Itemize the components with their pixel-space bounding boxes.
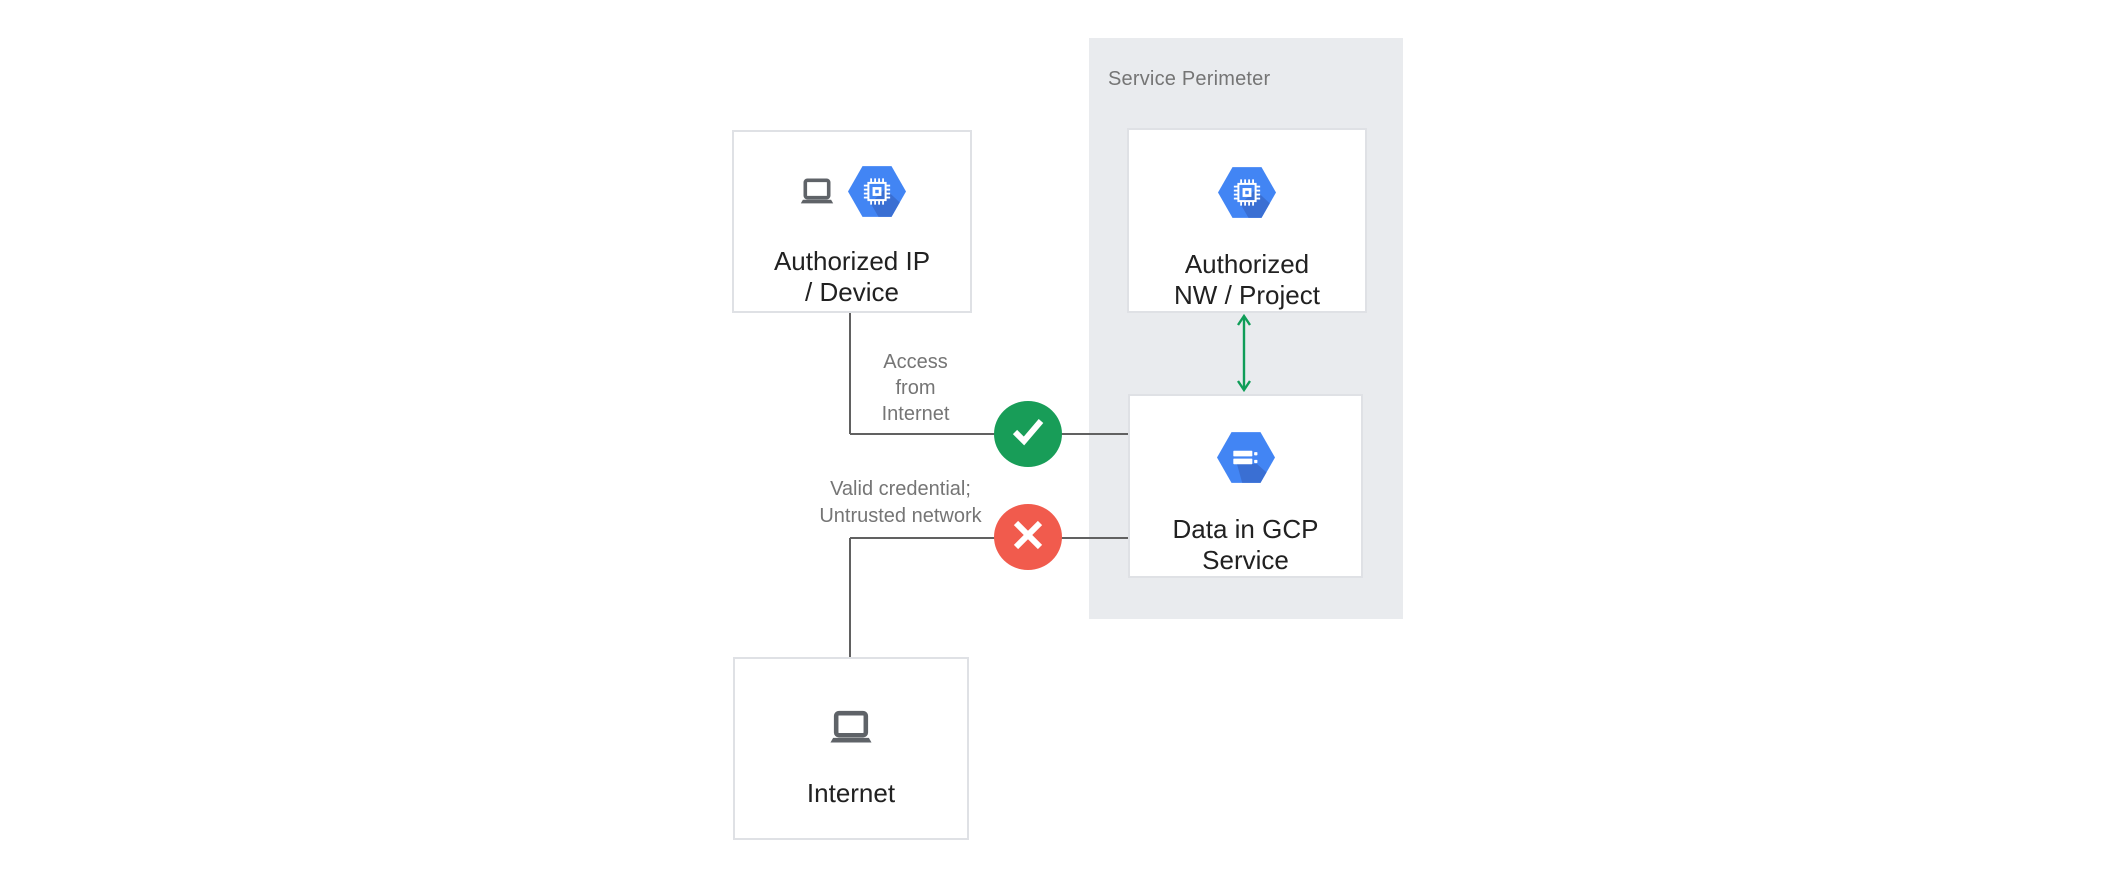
- laptop-icon: [828, 709, 874, 752]
- node-label-line1: Authorized: [1184, 249, 1310, 279]
- allowed-badge: [994, 401, 1062, 467]
- node-authorized-ip-device: Authorized IP / Device: [732, 130, 972, 313]
- edge-label-line: Access: [883, 351, 948, 373]
- laptop-icon: [799, 177, 835, 212]
- service-perimeter-label: Service Perimeter: [1108, 68, 1271, 90]
- node-icon-row: [799, 166, 906, 222]
- node-icon-row: [828, 709, 874, 752]
- node-internet: Internet: [733, 657, 969, 840]
- edge-label-untrusted-network: Valid credential; Untrusted network: [788, 476, 1013, 530]
- cross-icon: [1011, 518, 1045, 557]
- node-label-line2: Service: [1202, 545, 1289, 575]
- node-icon-row: [1216, 432, 1275, 488]
- check-icon: [1008, 414, 1048, 455]
- connector-ip-device-to-data-horizontal: [850, 433, 1128, 435]
- node-label: Authorized IP / Device: [774, 246, 930, 308]
- node-icon-row: [1218, 167, 1276, 223]
- node-data-in-gcp-service: Data in GCP Service: [1128, 394, 1363, 578]
- node-label: Internet: [807, 778, 895, 809]
- edge-label-line: from: [895, 377, 936, 399]
- node-label-line1: Data in GCP: [1172, 514, 1319, 544]
- node-label: Authorized NW / Project: [1174, 249, 1320, 311]
- node-label-line1: Internet: [806, 778, 896, 808]
- denied-badge: [994, 504, 1062, 570]
- connector-internet-to-data-horizontal: [850, 537, 1128, 539]
- edge-label-line: Untrusted network: [819, 505, 982, 527]
- edge-label-line: Valid credential;: [830, 478, 971, 500]
- edge-label-line: Internet: [881, 403, 950, 425]
- node-authorized-nw-project: Authorized NW / Project: [1127, 128, 1367, 313]
- edge-label-access-from-internet: Access from Internet: [853, 349, 978, 427]
- node-label-line1: Authorized IP: [773, 246, 931, 276]
- node-label: Data in GCP Service: [1173, 514, 1319, 576]
- bidirectional-arrow-icon: [1237, 312, 1251, 399]
- node-label-line2: NW / Project: [1174, 280, 1320, 310]
- compute-engine-hexagon-icon: [847, 166, 906, 222]
- connector-internet-vertical: [849, 538, 851, 657]
- node-label-line2: / Device: [805, 277, 899, 307]
- connector-ip-device-vertical: [849, 313, 851, 434]
- compute-engine-hexagon-icon: [1218, 167, 1276, 223]
- cloud-storage-hexagon-icon: [1216, 432, 1275, 488]
